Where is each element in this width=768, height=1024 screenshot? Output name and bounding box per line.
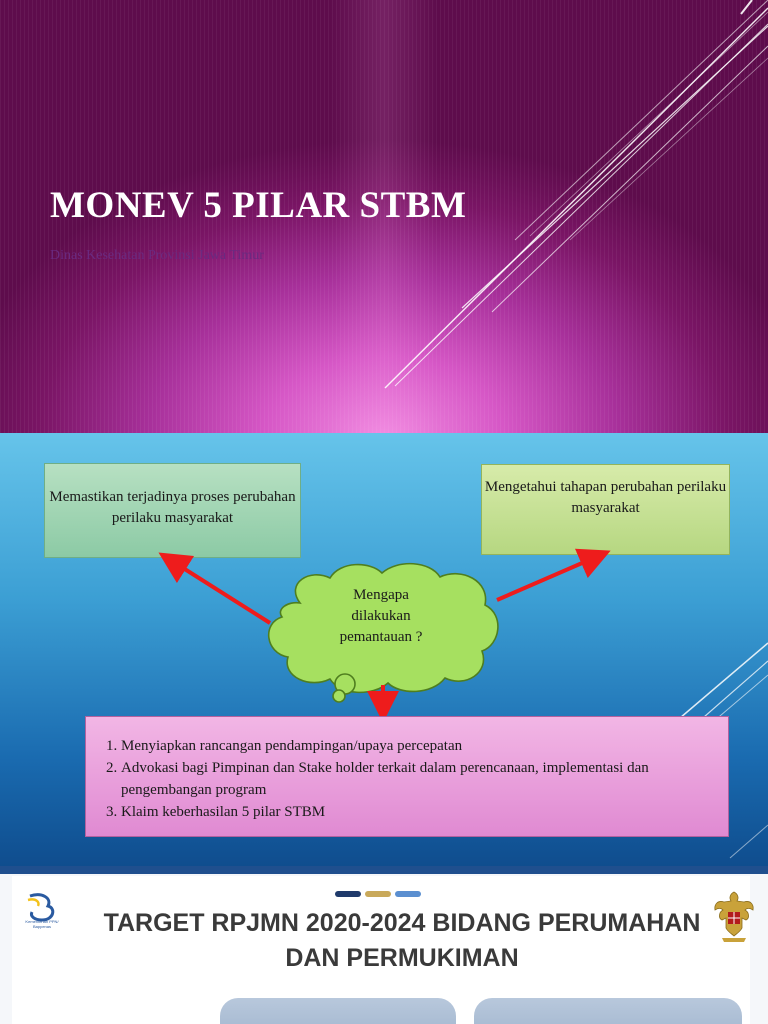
cloud-question-line: Mengapa xyxy=(353,587,409,603)
list-item: Advokasi bagi Pimpinan dan Stake holder … xyxy=(121,757,718,801)
reasons-list-box: Menyiapkan rancangan pendampingan/upaya … xyxy=(85,716,729,837)
list-item: Menyiapkan rancangan pendampingan/upaya … xyxy=(121,735,718,757)
slide-background-shine xyxy=(330,0,438,433)
slide-title-line: TARGET RPJMN 2020-2024 BIDANG PERUMAHAN xyxy=(103,909,701,937)
thought-cloud-diagram xyxy=(158,548,611,723)
list-item: Klaim keberhasilan 5 pilar STBM xyxy=(121,801,718,823)
slide-content-card: Kementerian PPN/ Bappenas TARGET RPJMN 2… xyxy=(12,876,754,1024)
decorative-dash-gold xyxy=(365,891,391,897)
decorative-dash-navy xyxy=(335,891,361,897)
cloud-question-line: dilakukan xyxy=(351,608,411,624)
bappenas-logo-caption: Kementerian PPN/ Bappenas xyxy=(25,919,59,929)
bappenas-logo-icon xyxy=(27,893,55,922)
slide-monev-title: MONEV 5 PILAR STBM Dinas Kesehatan Provi… xyxy=(0,0,768,433)
reasons-list: Menyiapkan rancangan pendampingan/upaya … xyxy=(88,735,718,823)
arrow-to-right-box xyxy=(496,548,611,602)
cloud-question: Mengapa dilakukan pemantauan ? xyxy=(306,585,456,648)
slide-target-rpjmn: Kementerian PPN/ Bappenas TARGET RPJMN 2… xyxy=(0,866,768,1024)
decorative-dash-blue xyxy=(395,891,421,897)
slide-why-monitoring: Memastikan terjadinya proses perubahan p… xyxy=(0,433,768,866)
slide-title: MONEV 5 PILAR STBM xyxy=(50,185,467,226)
cloud-question-line: pemantauan ? xyxy=(339,629,423,645)
target-tile-right xyxy=(474,998,742,1024)
slide-top-band xyxy=(0,866,768,874)
arrow-to-left-box xyxy=(158,552,272,625)
garuda-emblem-icon xyxy=(714,891,754,942)
slide-subtitle: Dinas Kesehatan Provinsi Jawa Timur xyxy=(50,248,264,263)
thought-cloud-shape xyxy=(267,562,499,703)
decorative-diagonal-lines xyxy=(384,0,768,389)
goal-box-behavior-stages: Mengetahui tahapan perubahan perilaku ma… xyxy=(481,464,730,555)
slide-background-texture xyxy=(0,0,768,433)
slide-title: TARGET RPJMN 2020-2024 BIDANG PERUMAHAN … xyxy=(82,906,722,976)
slide-title-line: DAN PERMUKIMAN xyxy=(285,944,519,972)
target-tile-left xyxy=(220,998,456,1024)
